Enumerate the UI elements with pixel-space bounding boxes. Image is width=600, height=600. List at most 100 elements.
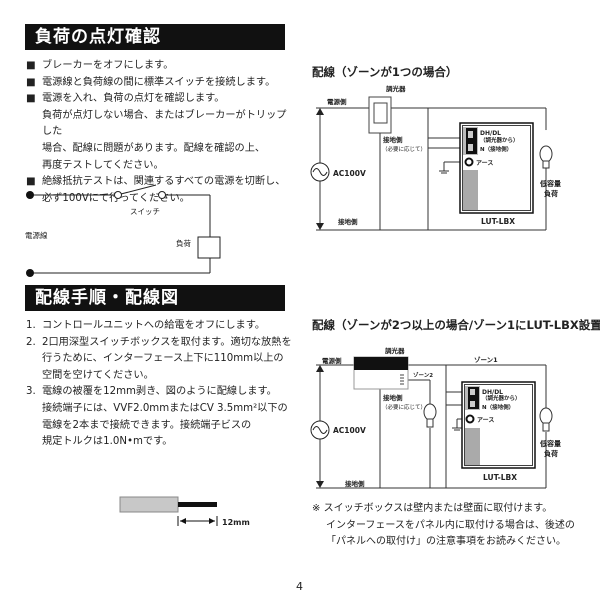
- list-text: 2口用深型スイッチボックスを取付ます。適切な放熱を: [42, 336, 292, 348]
- diagram1-title: 配線（ゾーンが1つの場合）: [312, 65, 458, 79]
- list-item: 1. コントロールユニットへの給電をオフにします。: [26, 318, 296, 335]
- load-label-1: 低容量: [539, 439, 561, 448]
- diagram2-multi-zone: 調光器 電源側 ゾーン1 ゾーン2 接地側 （必要に応じて） AC100V 接地…: [310, 346, 561, 489]
- ground-side-note: （必要に応じて）: [382, 145, 426, 153]
- earth-terminal-icon: [465, 414, 475, 424]
- list-text: 電源を入れ、負荷の点灯を確認します。: [42, 93, 225, 105]
- switch-lever: [120, 184, 157, 195]
- load-label-1: 低容量: [539, 179, 561, 188]
- note-text: 「パネルへの取付け」の注意事項をお読みください。: [326, 536, 566, 547]
- terminal-dot: [26, 269, 34, 277]
- list-item: 2. 2口用深型スイッチボックスを取付ます。適切な放熱を 行うために、インターフ…: [26, 335, 296, 385]
- bullet: ■: [26, 93, 36, 105]
- terminal-dh-note: （調光器から）: [482, 394, 521, 402]
- terminal-dh-note: （調光器から）: [480, 136, 519, 144]
- ground-bottom-label: 接地側: [338, 217, 358, 226]
- arrow-up-icon: [316, 108, 324, 115]
- power-side-label: 電源側: [327, 97, 347, 106]
- terminal-block: [466, 128, 477, 154]
- bulb-icon: [539, 407, 553, 432]
- list-text: 場合、配線に問題があります。配線を確認の上、: [42, 142, 266, 154]
- arrow-down-icon: [316, 481, 324, 488]
- earth-label: アース: [477, 417, 494, 424]
- terminal-n-label: N（接地側）: [480, 145, 512, 153]
- list-text: 空間を空けてください。: [42, 369, 154, 381]
- list-text: ブレーカーをオフにします。: [42, 60, 174, 71]
- terminal-n-label: N（接地側）: [482, 403, 514, 411]
- ac-label: AC100V: [333, 426, 366, 435]
- list-text: 再度テストしてください。: [42, 159, 164, 171]
- section-title-wiring: 配線手順・配線図: [25, 285, 285, 311]
- arrow-right-icon: [209, 518, 215, 524]
- lut-lbx-device: [461, 381, 536, 469]
- note-text: スイッチボックスは壁内または壁面に取付けます。: [323, 503, 553, 514]
- list-item: ■ 電源線と負荷線の間に標準スイッチを接続します。: [26, 75, 296, 92]
- earth-label: アース: [476, 160, 493, 167]
- step-number: 3.: [26, 386, 36, 398]
- terminal-dh-label: DH/DL: [482, 389, 503, 396]
- note-text: インターフェースをパネル内に取付ける場合は、後述の: [326, 519, 575, 531]
- wire-conductor: [178, 502, 217, 507]
- switch-label: スイッチ: [130, 207, 160, 216]
- power-line-label: 電源線: [25, 230, 48, 240]
- diagram2-title: 配線（ゾーンが2つ以上の場合/ゾーン1にLUT-LBX設置）: [312, 318, 600, 332]
- load-label-2: 負荷: [544, 189, 558, 198]
- ground-side-label: 接地側: [383, 393, 403, 402]
- list-text: 行うために、インターフェース上下に110mm以上の: [42, 353, 284, 365]
- ac-source-icon: [310, 420, 330, 440]
- load-label: 負荷: [176, 238, 191, 248]
- dimmer-icon: [368, 96, 392, 134]
- step-number: 1.: [26, 320, 36, 331]
- diagram1-single-zone: 調光器 電源側 接地側 （必要に応じて） AC100V 接地側 DH/DL （調…: [310, 84, 561, 231]
- page-number: 4: [296, 580, 303, 593]
- list-text: 規定トルクは1.0N•mです。: [42, 436, 173, 448]
- bullet: ■: [26, 176, 36, 188]
- list-text: コントロールユニットへの給電をオフにします。: [42, 320, 266, 331]
- bullet: ■: [26, 60, 36, 71]
- switch-test-diagram: スイッチ 電源線 負荷: [25, 184, 221, 277]
- installation-note: ※ スイッチボックスは壁内または壁面に取付けます。 インターフェースをパネル内に…: [312, 501, 575, 551]
- bulb-icon: [423, 403, 437, 428]
- switch-contact-icon: [114, 191, 122, 199]
- device-label: LUT-LBX: [483, 473, 517, 482]
- terminal-dh-label: DH/DL: [480, 130, 501, 137]
- load-label-2: 負荷: [544, 449, 558, 458]
- ground-side-label: 接地側: [383, 135, 403, 144]
- list-text: 接続端子には、VVF2.0mmまたはCV 3.5mm²以下の: [42, 402, 288, 414]
- arrow-left-icon: [180, 518, 186, 524]
- list-text: 絶縁抵抗テストは、関連するすべての電源を切断し、: [42, 176, 286, 188]
- list-text: 負荷が点灯しない場合、またはブレーカーがトリップした: [42, 109, 287, 138]
- load-box: [197, 236, 221, 259]
- ground-bottom-label: 接地側: [345, 479, 365, 488]
- terminal-dot: [26, 191, 34, 199]
- bullet: ■: [26, 76, 36, 88]
- list-item: ■ 電源を入れ、負荷の点灯を確認します。 負荷が点灯しない場合、またはブレーカー…: [26, 91, 296, 174]
- power-side-label: 電源側: [322, 356, 342, 365]
- list-text: 電源線と負荷線の間に標準スイッチを接続します。: [42, 76, 276, 88]
- zone1-label: ゾーン1: [474, 355, 498, 364]
- lut-lbx-device: [459, 122, 534, 214]
- device-label: LUT-LBX: [481, 217, 515, 226]
- arrow-down-icon: [316, 223, 324, 230]
- list-item: 3. 電線の被覆を12mm剥き、図のように配線します。 接続端子には、VVF2.…: [26, 384, 296, 450]
- earth-terminal-icon: [464, 157, 474, 167]
- list-text: 電線を2本まで接続できます。接続端子ビスの: [42, 419, 252, 431]
- wiring-steps-list: 1. コントロールユニットへの給電をオフにします。 2. 2口用深型スイッチボック…: [26, 318, 296, 451]
- ground-side-note: （必要に応じて）: [382, 403, 426, 411]
- dimmer-label: 調光器: [385, 346, 405, 355]
- arrow-up-icon: [316, 365, 324, 372]
- section-title-load-check: 負荷の点灯確認: [25, 24, 285, 50]
- ac-label: AC100V: [333, 169, 366, 178]
- ac-source-icon: [310, 162, 330, 182]
- bulb-icon: [539, 130, 554, 169]
- list-text: 電線の被覆を12mm剥き、図のように配線します。: [42, 386, 277, 398]
- step-number: 2.: [26, 336, 36, 348]
- zone2-label: ゾーン2: [413, 371, 433, 379]
- strip-length-label: 12mm: [222, 518, 250, 527]
- note-mark: ※: [312, 503, 321, 514]
- terminal-block: [468, 387, 479, 409]
- dimmer-label: 調光器: [386, 84, 406, 93]
- wire-strip-diagram: 12mm: [119, 496, 250, 527]
- list-item: ■ ブレーカーをオフにします。: [26, 58, 296, 75]
- dimmer-icon: [353, 356, 409, 390]
